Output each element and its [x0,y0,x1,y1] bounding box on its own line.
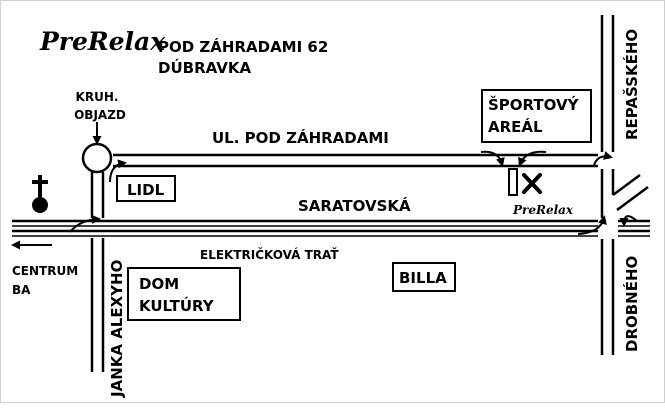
dom-kultury-box [127,267,241,321]
lidl-box [116,175,176,202]
turn-arrow-lidl [109,159,127,183]
place-label-sportovy: ŠPORTOVÝ [488,95,580,114]
street-janka-alexyho [90,172,105,372]
logo: PreRelax [39,27,166,56]
place-label-dom: DOM [139,275,179,293]
street-saratovska [12,219,650,237]
logo-small: PreRelax [512,203,574,217]
street-label-saratovska: SARATOVSKÁ [298,196,411,215]
sportovy-areal-box [481,89,592,143]
turn-arrow-areal-right [518,150,547,167]
street-label-tram: ELEKTRIČKOVÁ TRAŤ [200,247,339,262]
direction-label-1: CENTRUM [12,264,78,278]
roundabout-label-2: OBJAZD [74,108,126,122]
street-pod-zahradami [113,153,598,168]
turn-arrow-drobneho [577,215,607,235]
place-label-areal: AREÁL [488,117,543,136]
roundabout-label-1: KRUH. [76,90,119,104]
turn-arrow-saratovska-right [619,215,638,227]
street-label-repasskeho: REPAŠSKÉHO [622,29,641,140]
place-label-lidl: LIDL [127,181,165,199]
access-road [508,168,518,196]
street-label-drobneho: DROBNÉHO [622,256,641,352]
cross-icon [32,175,48,213]
street-label-pod-zahradami: UL. POD ZÁHRADAMI [212,128,389,147]
place-label-billa: BILLA [399,269,447,287]
roundabout [81,142,113,174]
x-mark-icon [522,173,542,194]
street-label-janka-alexyho: JANKA ALEXYHO [108,260,126,398]
turn-arrow-areal-left [480,150,505,167]
turn-arrow-repasskeho [593,151,613,166]
turn-arrow-saratovska-left [69,214,101,233]
address-line-1: POD ZÁHRADAMI 62 [158,37,328,56]
billa-box [392,262,456,292]
place-label-kultury: KULTÚRY [139,296,215,315]
direction-label-2: BA [12,283,31,297]
street-repasskeho-drobneho [600,15,649,355]
address-line-2: DÚBRAVKA [158,58,251,77]
